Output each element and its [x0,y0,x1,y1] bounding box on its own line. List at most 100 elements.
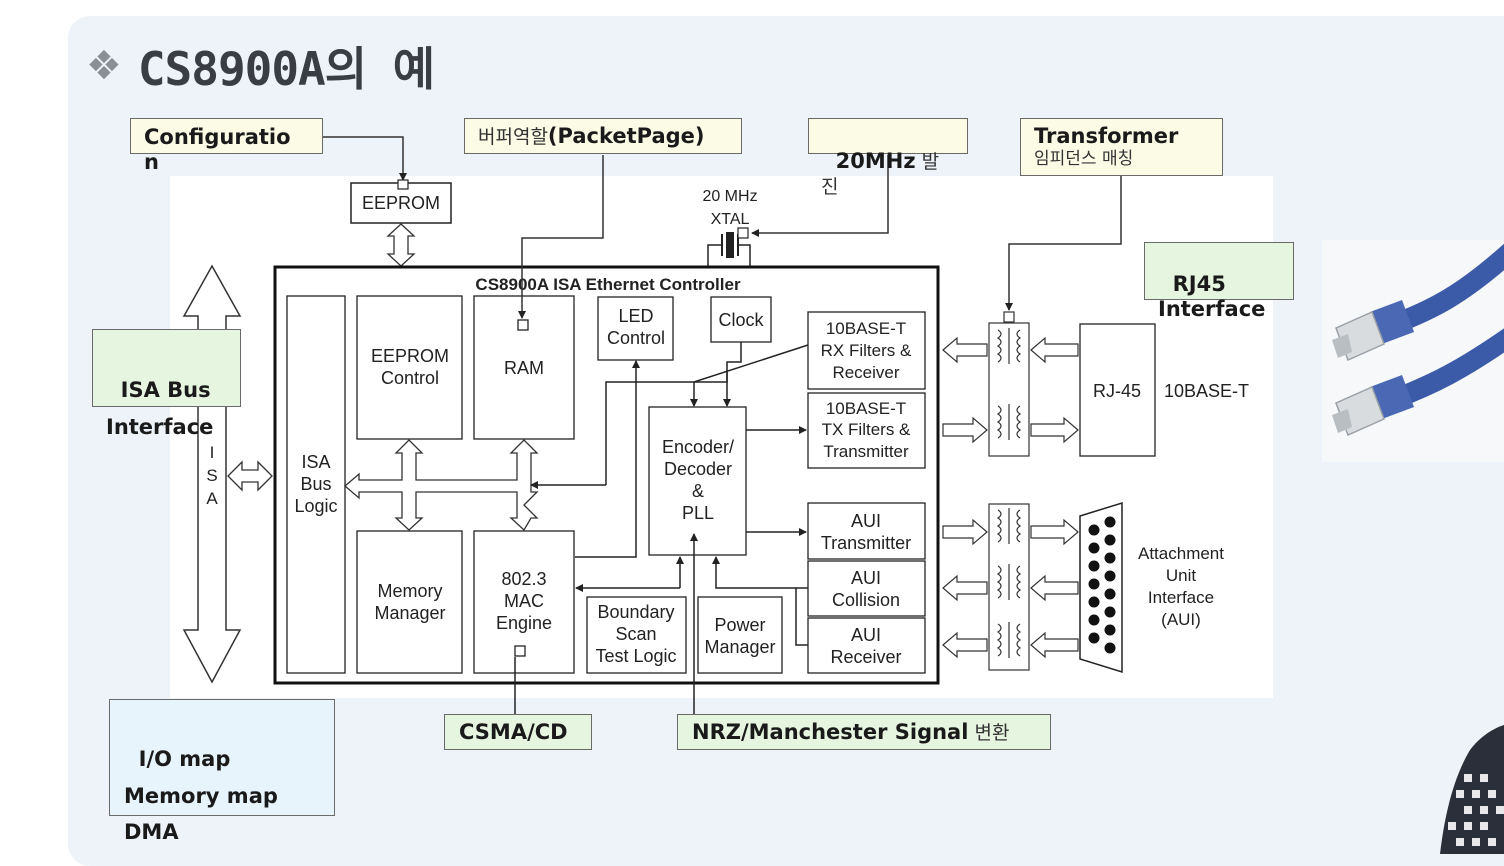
note-transformer: Transformer 임피던스 매칭 [1020,118,1223,176]
rx-filters-block [807,311,926,390]
clock-label: Clock [718,310,764,330]
boundary-scan-block [586,596,687,674]
external-arrows [942,336,1079,659]
rj45-label: RJ-45 [1093,381,1141,401]
aui-label-l1: Attachment [1138,544,1224,563]
encoder-l3: & [692,481,704,501]
presenter-video-corner [1440,725,1504,854]
power-manager-l2: Manager [704,637,775,657]
tx-filters-l3: Transmitter [823,442,909,461]
ram-pin [517,319,529,331]
aui-collision-l2: Collision [832,590,900,610]
aui-receiver-block [807,617,926,674]
clock-block [710,296,772,343]
tx-filters-block [807,392,926,469]
note-rj45-interface: RJ45 Interface [1144,242,1294,321]
note-oscillator-bold: 20MHz [835,149,916,174]
isa-link-arrow [227,460,273,492]
rx-filters-l1: 10BASE-T [826,319,906,338]
isa-letter-s: S [206,466,217,485]
controller-outline [273,265,940,685]
isa-bus-logic-block [286,295,346,674]
isa-letter-a: A [206,489,218,508]
note-configuration: Configuratio n [130,118,323,174]
aui-label-l4: (AUI) [1161,610,1201,629]
aui-receiver-l2: Receiver [830,647,901,667]
cable-bottom [1332,328,1504,437]
note-buffer-kor: 버퍼역할 [478,126,548,148]
note-configuration-text: Configuratio n [144,125,291,175]
aui-transmitter-l2: Transmitter [821,533,911,553]
mac-engine-l2: MAC [504,591,544,611]
led-control-block [597,296,674,361]
boundary-scan-l2: Scan [615,624,656,644]
note-csma-text: CSMA/CD [459,720,568,744]
power-manager-l1: Power [714,615,765,635]
note-maps-text: I/O map Memory map DMA [124,746,278,845]
memory-manager-l2: Manager [374,603,445,623]
cable-top [1332,243,1504,362]
eeprom-chip [350,182,452,224]
transformer-rj45 [988,311,1030,457]
aui-transmitter-l1: AUI [851,511,881,531]
title-bullet-icon: ❖ [86,43,122,89]
encoder-l2: Decoder [664,459,732,479]
slide-title: ❖ CS8900A의 예 [86,36,435,96]
isa-letter-i: I [210,443,215,462]
note-maps: I/O map Memory map DMA [109,699,335,844]
eeprom-control-l1: EEPROM [371,346,449,366]
signal-lines [514,342,809,730]
note-isa-bus-interface: ISA Bus Interface [92,329,241,439]
note-oscillator-kor: 발 진 [821,151,940,199]
tx-filters-l1: 10BASE-T [826,399,906,418]
rj45-block [1079,323,1156,457]
eeprom-pin [397,179,409,190]
note-csma: CSMA/CD [444,714,592,750]
callout-lines [323,136,1122,319]
aui-connector [1079,501,1123,674]
isa-bus-logic-l3: Logic [294,496,337,516]
encoder-l1: Encoder/ [662,437,734,457]
isa-bus-logic-l1: ISA [301,452,330,472]
note-rj45-interface-text: RJ45 Interface [1158,272,1266,322]
note-nrz-kor: 변환 [968,722,1010,744]
note-transformer-sub: 임피던스 매칭 [1034,149,1134,170]
isa-bus-logic-l2: Bus [300,474,331,494]
xtal-pin [737,227,749,239]
note-nrz-bold: NRZ/Manchester Signal [692,720,969,744]
rx-filters-l3: Receiver [832,363,899,382]
eeprom-link-arrow [386,223,416,267]
aui-collision-l1: AUI [851,568,881,588]
mac-engine-l1: 802.3 [501,569,546,589]
aui-label-l2: Unit [1166,566,1197,585]
boundary-scan-l3: Test Logic [595,646,676,666]
transformer-aui [988,503,1030,671]
controller-title: CS8900A ISA Ethernet Controller [475,275,741,294]
boundary-scan-l1: Boundary [597,602,674,622]
eeprom-control-block [356,295,463,440]
tenbase-t-label: 10BASE-T [1164,381,1249,401]
aui-receiver-l1: AUI [851,625,881,645]
rj45-cable-photo [1322,240,1504,462]
note-transformer-title: Transformer [1034,124,1179,148]
mac-engine-pin [514,645,526,657]
mac-engine-l3: Engine [496,613,552,633]
internal-bus [344,439,539,532]
power-manager-block [697,596,783,674]
encoder-block [648,406,747,556]
note-buffer: 버퍼역할(PacketPage) [464,118,742,154]
tx-filters-l2: TX Filters & [822,420,911,439]
note-buffer-bold: (PacketPage) [547,124,705,148]
encoder-l4: PLL [682,503,714,523]
eeprom-chip-label: EEPROM [362,193,440,213]
aui-collision-block [807,560,926,617]
aui-label-l3: Interface [1148,588,1214,607]
note-nrz: NRZ/Manchester Signal 변환 [677,714,1051,750]
eeprom-control-l2: Control [381,368,439,388]
title-text: CS8900A의 예 [137,42,435,96]
rx-filters-l2: RX Filters & [821,341,912,360]
note-oscillator: 20MHz 발 진 [808,118,968,198]
led-control-l2: Control [607,328,665,348]
xtal-freq: 20 MHz [702,188,757,205]
aui-transmitter-block [807,502,926,560]
